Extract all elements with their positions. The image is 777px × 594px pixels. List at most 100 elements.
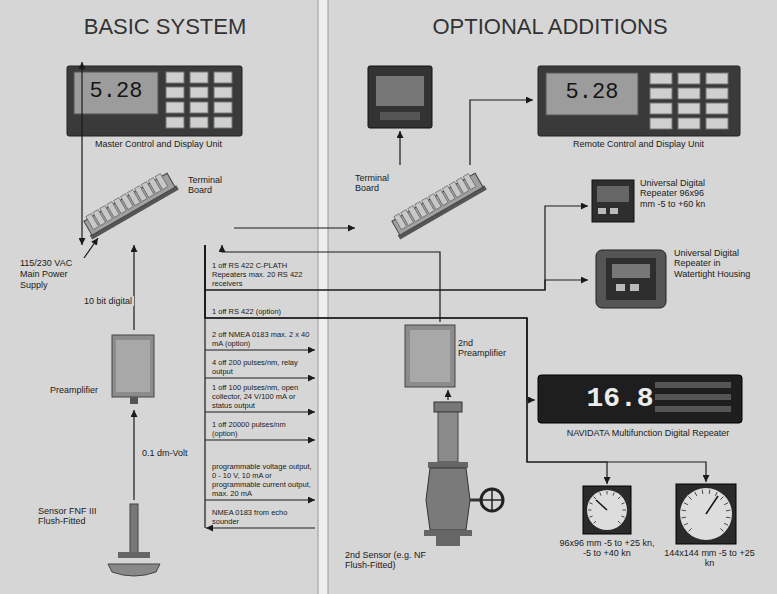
navidata-display — [655, 394, 731, 400]
analog-gauge — [724, 503, 728, 505]
signal-connector — [205, 206, 588, 290]
small-display-unit — [376, 76, 424, 106]
control-display-unit: 5.28Master Control and Display Unit — [62, 62, 247, 152]
analog-gauge — [583, 486, 631, 534]
signal-wire — [399, 131, 400, 165]
preamplifier: Preamplifier — [48, 330, 158, 410]
signal-label: 1 off RS 422 (option) — [212, 307, 312, 316]
master-display-unit — [166, 87, 184, 98]
preamplifier-box — [130, 397, 138, 404]
display-reading: 16.8 — [575, 381, 665, 417]
analog-gauge — [600, 492, 601, 495]
signal-connector — [470, 100, 533, 165]
remote-display-unit — [546, 73, 638, 115]
flush-sensor — [130, 504, 138, 554]
watertight-repeater — [616, 284, 625, 291]
signal-label: programmable voltage output, 0 - 10 V, 1… — [212, 462, 312, 498]
signal-wire — [205, 411, 315, 412]
device-label: 96x96 mm -5 to +25 kn, -5 to +40 kn — [555, 538, 659, 559]
connector-label: 10 bit digital — [68, 296, 134, 306]
signal-connector — [205, 245, 535, 400]
device-label: NAVIDATA Multifunction Digital Repeater — [553, 428, 743, 438]
analog-gauge — [695, 492, 697, 496]
remote-display-unit — [538, 66, 740, 136]
master-display-unit — [190, 87, 208, 98]
analog-gauge — [726, 517, 730, 519]
terminal-board — [392, 173, 483, 235]
navidata-display — [655, 406, 731, 412]
master-display-unit — [166, 72, 232, 128]
remote-display-unit — [706, 118, 728, 129]
analog-gauge — [583, 486, 631, 534]
flush-sensor — [108, 504, 160, 576]
analog-gauge — [589, 516, 592, 517]
navidata-display — [538, 375, 742, 423]
analog-gauge — [702, 490, 704, 494]
valve-sensor — [426, 468, 470, 530]
signal-label: NMEA 0183 from echo sounder — [212, 508, 312, 526]
analog-gauge — [623, 510, 626, 511]
signal-connector — [205, 245, 706, 482]
device-label: Terminal Board — [188, 175, 232, 196]
remote-display-unit — [650, 118, 672, 129]
terminal-board — [394, 174, 476, 230]
master-display-unit — [190, 117, 208, 128]
remote-display-unit — [678, 103, 700, 114]
terminal-board — [155, 174, 168, 190]
analog-gauge — [689, 528, 692, 531]
preamplifier-box — [410, 330, 450, 382]
analog-gauge — [594, 521, 596, 523]
master-display-unit — [190, 102, 208, 113]
analog-gauge — [589, 503, 592, 504]
remote-display-unit — [650, 88, 672, 99]
signal-label: 1 off 20000 pulses/nm (option) — [212, 420, 312, 438]
flush-sensor — [108, 564, 160, 576]
control-display-unit: 5.28Remote Control and Display Unit — [533, 62, 745, 152]
universal-repeater — [610, 208, 618, 214]
terminal-board — [398, 185, 487, 239]
analog-repeater: 144x144 mm -5 to +25 kn — [662, 482, 759, 586]
master-display-unit — [214, 102, 232, 113]
valve-sensor — [428, 462, 468, 468]
signal-wire — [205, 499, 315, 500]
remote-display-unit — [538, 66, 740, 136]
signal-connector — [133, 410, 134, 500]
preamplifier-box — [112, 335, 154, 404]
terminal-board — [84, 173, 175, 235]
valve-sensor — [481, 489, 503, 511]
master-display-unit — [166, 72, 184, 83]
master-display-unit — [214, 117, 232, 128]
signal-connector — [234, 227, 355, 228]
terminal-board — [90, 185, 179, 239]
sensor: 2nd Sensor (e.g. NF Flush-Fitted) — [340, 400, 510, 588]
analog-gauge — [724, 523, 728, 525]
device-label: 2nd Preamplifier — [458, 338, 516, 359]
display-reading: 5.28 — [546, 73, 638, 113]
section-divider — [318, 0, 328, 594]
device-label: Sensor FNF III Flush-Fitted — [38, 506, 118, 527]
signal-wire — [205, 377, 315, 378]
remote-display-unit — [650, 73, 728, 129]
signal-label: 1 off RS 422 C-PLATH Repeaters max. 20 R… — [212, 261, 312, 288]
watertight-repeater — [612, 264, 650, 278]
device-label: Universal Digital Repeater in Watertight… — [674, 248, 754, 279]
sensor: Sensor FNF III Flush-Fitted — [35, 500, 195, 585]
device-label: Remote Control and Display Unit — [573, 139, 743, 149]
analog-gauge — [726, 510, 730, 512]
terminal-board: Terminal Board — [355, 165, 490, 245]
analog-gauge — [689, 497, 692, 500]
remote-display-unit — [678, 73, 700, 84]
small-display-unit — [380, 112, 420, 120]
master-display-unit — [214, 72, 232, 83]
signal-wire — [205, 439, 315, 440]
terminal-board — [81, 170, 179, 240]
analog-gauge — [684, 503, 688, 505]
device-label: Terminal Board — [355, 173, 397, 194]
section-heading: OPTIONAL ADDITIONS — [345, 14, 755, 40]
signal-wire — [206, 527, 315, 528]
preamplifier-box — [405, 325, 455, 387]
section-divider — [328, 0, 329, 594]
flush-sensor — [118, 552, 150, 558]
